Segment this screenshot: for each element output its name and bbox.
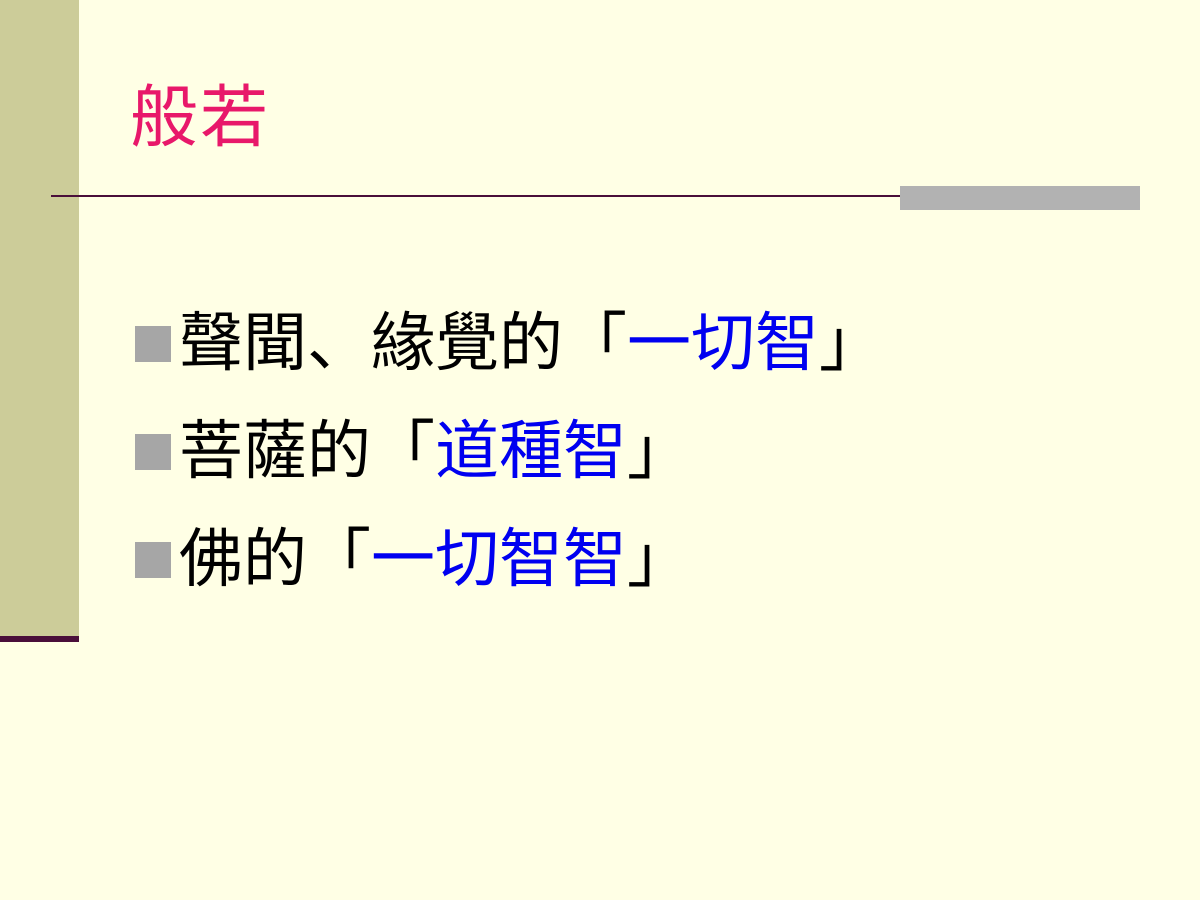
bullet-text-segment: 」 <box>819 307 883 381</box>
bullet-item: 聲聞、緣覺的「一切智」 <box>135 290 883 398</box>
square-bullet-icon <box>135 326 171 362</box>
bullet-item: 菩薩的「道種智」 <box>135 398 883 506</box>
title-divider-line <box>51 195 1140 197</box>
square-bullet-icon <box>135 434 171 470</box>
bullet-text-segment: 佛的「 <box>179 523 371 597</box>
square-bullet-icon <box>135 542 171 578</box>
bullet-text-segment: 」 <box>627 415 691 489</box>
bullet-text-segment: 」 <box>627 523 691 597</box>
left-decorative-bar <box>0 0 79 638</box>
bullet-emphasis-text: 一切智 <box>627 307 819 381</box>
bullet-item: 佛的「一切智智」 <box>135 506 883 614</box>
bullet-emphasis-text: 道種智 <box>435 415 627 489</box>
bullet-text-segment: 菩薩的「 <box>179 415 435 489</box>
bullet-text: 菩薩的「道種智」 <box>179 398 691 506</box>
bullet-list: 聲聞、緣覺的「一切智」 菩薩的「道種智」 佛的「一切智智」 <box>135 290 883 614</box>
slide-title: 般若 <box>130 79 271 158</box>
bullet-text: 聲聞、緣覺的「一切智」 <box>179 290 883 398</box>
bullet-text: 佛的「一切智智」 <box>179 506 691 614</box>
bullet-text-segment: 聲聞、緣覺的「 <box>179 307 627 381</box>
left-bar-accent-line <box>0 636 79 642</box>
title-divider-block <box>900 186 1140 210</box>
bullet-emphasis-text: 一切智智 <box>371 523 627 597</box>
